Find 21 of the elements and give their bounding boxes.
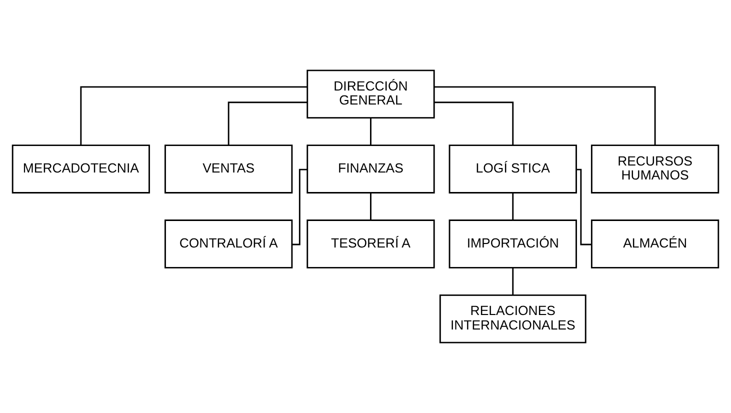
connector bbox=[370, 118, 372, 146]
node-box: RELACIONES INTERNACIONALES bbox=[439, 294, 586, 344]
node-box: MERCADOTECNIA bbox=[12, 144, 150, 194]
node-box: RECURSOS HUMANOS bbox=[590, 144, 720, 194]
node-box: IMPORTACIÓN bbox=[448, 220, 577, 268]
connector bbox=[80, 86, 308, 146]
connector bbox=[512, 268, 514, 296]
connector bbox=[434, 86, 656, 146]
node-box: DIRECCIÓN GENERAL bbox=[306, 70, 435, 118]
node-box: LOGÍ STICA bbox=[448, 144, 577, 194]
connector bbox=[576, 168, 592, 246]
connector bbox=[228, 102, 308, 146]
node-box: FINANZAS bbox=[306, 144, 435, 194]
connector bbox=[434, 102, 514, 146]
node-box: ALMACÉN bbox=[590, 220, 720, 268]
connector bbox=[370, 192, 372, 220]
node-box: TESORERÍ A bbox=[306, 220, 435, 268]
node-box: CONTRALORÍ A bbox=[164, 220, 293, 268]
connector bbox=[292, 168, 308, 246]
connector bbox=[512, 192, 514, 220]
node-box: VENTAS bbox=[164, 144, 293, 194]
